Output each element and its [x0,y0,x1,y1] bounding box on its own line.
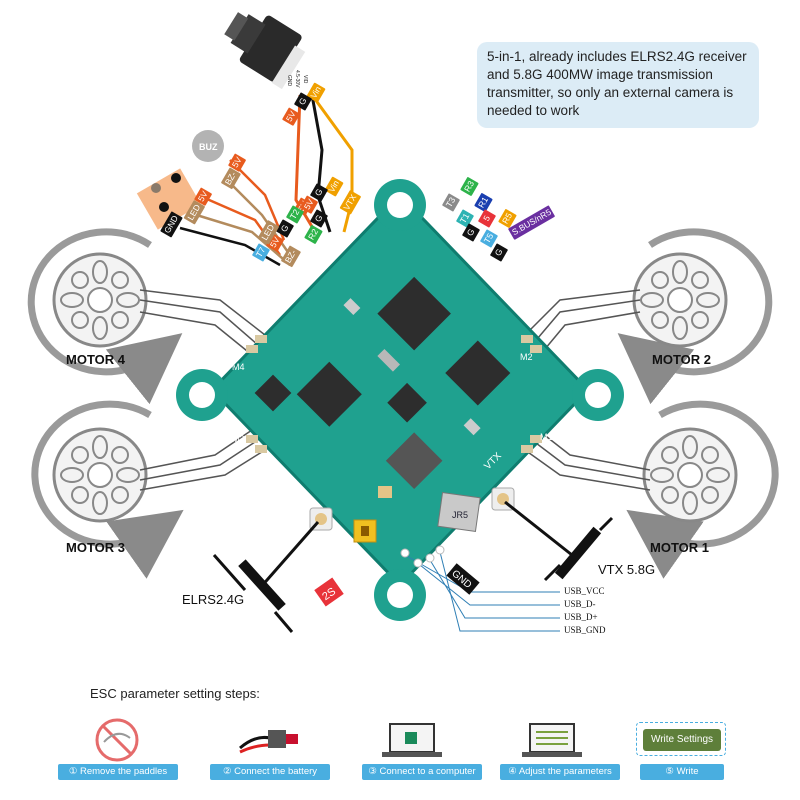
elrs-antenna-icon [212,521,320,633]
motor-wires [139,289,651,491]
step-caption-remove-paddles: ① Remove the paddles [58,764,178,780]
write-settings-button[interactable]: Write Settings [643,729,721,751]
vtx-antenna-label: VTX 5.8G [598,562,656,577]
buzzer-icon: BUZ [192,130,224,162]
motor-1-label: MOTOR 1 [650,540,709,555]
motor-2-icon [632,252,728,348]
motor-2-label: MOTOR 2 [652,352,711,367]
board-mark-bplus: B+ [334,541,350,555]
step-caption-write: ⑤ Write [640,764,724,780]
vtx-antenna-icon [504,500,614,582]
usb-dp-label: USB_D+ [564,612,598,622]
led-icon [136,168,202,230]
board-mark-m3: M3 [232,434,245,444]
svg-text:VID: VID [302,75,308,84]
no-paddles-icon [95,718,139,762]
camera-icon: GND 4.5-30V VID [224,12,308,90]
parameters-laptop-icon [522,723,582,757]
step-caption-connect-battery: ② Connect the battery [210,764,330,780]
elrs-antenna-label: ELRS2.4G [182,592,245,607]
motor-4-label: MOTOR 4 [66,352,125,367]
steps-title: ESC parameter setting steps: [90,686,260,701]
battery-connector-icon [239,730,298,754]
motor-4-icon [52,252,148,348]
write-settings-frame [636,722,726,756]
motor-arcs [27,228,779,579]
usb-pads [400,545,445,568]
board-mark-m4: M4 [232,362,245,372]
svg-text:GND: GND [286,75,292,87]
svg-text:BUZ: BUZ [199,142,218,152]
feature-note: 5-in-1, already includes ELRS2.4G receiv… [477,42,759,128]
board-mark-m2: M2 [520,352,533,362]
usb-vcc-label: USB_VCC [564,586,605,596]
motor-3-icon [52,427,148,523]
usb-gnd-label: USB_GND [564,625,606,635]
step-caption-adjust-parameters: ④ Adjust the parameters [500,764,620,780]
svg-text:4.5-30V: 4.5-30V [294,70,300,88]
usb-dm-label: USB_D- [564,599,596,609]
motor-1-icon [642,427,738,523]
step-caption-connect-computer: ③ Connect to a computer [362,764,482,780]
board-mark-m1: M1 [540,432,553,442]
laptop-icon [382,723,442,757]
motor-3-label: MOTOR 3 [66,540,125,555]
flight-controller-board [176,179,624,621]
board-mark-jr: JR5 [452,510,468,520]
battery-badge: 2S [314,577,344,607]
